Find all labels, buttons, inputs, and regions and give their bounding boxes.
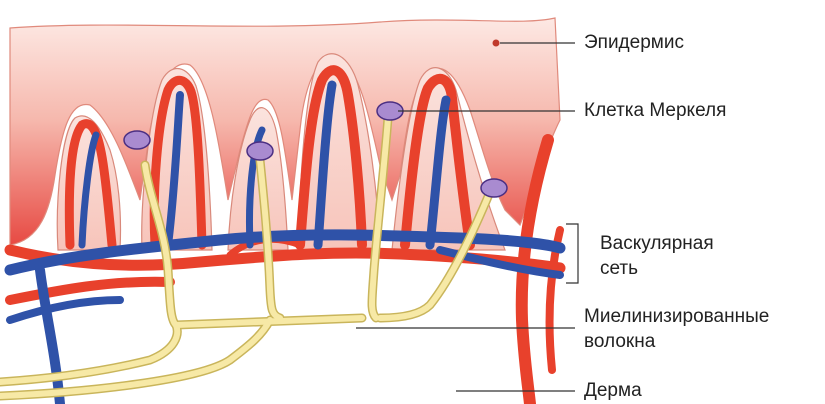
label-vascular-net-line1: Васкулярная <box>600 232 714 256</box>
label-vascular-net-line2: сеть <box>600 257 638 281</box>
label-dermis: Дерма <box>584 379 642 403</box>
merkel-cell <box>481 179 507 197</box>
label-myelinated-line2: волокна <box>584 330 655 354</box>
label-myelinated-line1: Миелинизированные <box>584 305 769 329</box>
label-epidermis: Эпидермис <box>584 31 684 55</box>
merkel-cell <box>247 142 273 160</box>
merkel-cell <box>124 131 150 149</box>
label-merkel-cell: Клетка Меркеля <box>584 99 726 123</box>
